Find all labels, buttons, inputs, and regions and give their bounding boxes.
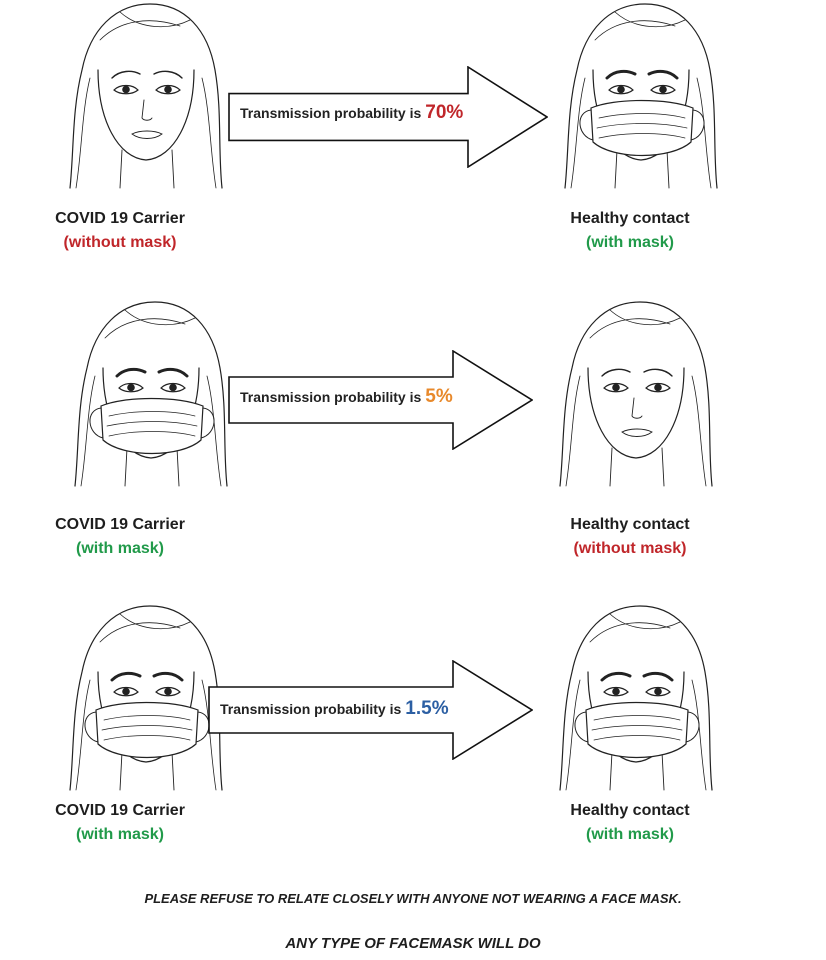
arrow-shape: [228, 66, 548, 168]
contact-status: (without mask): [573, 540, 687, 557]
contact-status: (with mask): [585, 234, 674, 251]
contact-status: (with mask): [585, 826, 674, 843]
probability-value: 1.5%: [405, 698, 449, 719]
contact-face-illustration: [550, 602, 720, 792]
arrow-text: Transmission probability is: [220, 701, 402, 717]
footer-warning: PLEASE REFUSE TO RELATE CLOSELY WITH ANY…: [144, 891, 682, 906]
carrier-role: COVID 19 Carrier: [55, 802, 185, 819]
footer-note: ANY TYPE OF FACEMASK WILL DO: [285, 935, 541, 952]
arrow-shape: [228, 350, 533, 450]
carrier-caption: COVID 19 Carrier (with mask): [40, 799, 200, 847]
contact-role: Healthy contact: [570, 516, 690, 533]
contact-caption: Healthy contact (with mask): [550, 799, 710, 847]
arrow-text: Transmission probability is: [240, 105, 422, 121]
contact-role: Healthy contact: [570, 802, 690, 819]
probability-value: 70%: [425, 102, 464, 123]
carrier-face-illustration: [60, 602, 230, 792]
carrier-status: (without mask): [63, 234, 177, 251]
arrow-text: Transmission probability is: [240, 389, 422, 405]
probability-value: 5%: [425, 386, 453, 407]
carrier-role: COVID 19 Carrier: [55, 210, 185, 227]
carrier-role: COVID 19 Carrier: [55, 516, 185, 533]
contact-face-illustration: [555, 0, 725, 190]
arrow-outline: [228, 350, 533, 450]
arrow-shape: [208, 660, 533, 760]
carrier-status: (with mask): [75, 826, 164, 843]
carrier-face-illustration: [60, 0, 230, 190]
carrier-status: (with mask): [75, 540, 164, 557]
arrow-outline: [228, 66, 548, 168]
contact-role: Healthy contact: [570, 210, 690, 227]
contact-caption: Healthy contact (without mask): [550, 513, 710, 561]
carrier-caption: COVID 19 Carrier (without mask): [40, 207, 200, 255]
contact-caption: Healthy contact (with mask): [550, 207, 710, 255]
arrow-outline: [208, 660, 533, 760]
contact-face-illustration: [550, 298, 720, 488]
carrier-face-illustration: [65, 298, 235, 488]
carrier-caption: COVID 19 Carrier (with mask): [40, 513, 200, 561]
